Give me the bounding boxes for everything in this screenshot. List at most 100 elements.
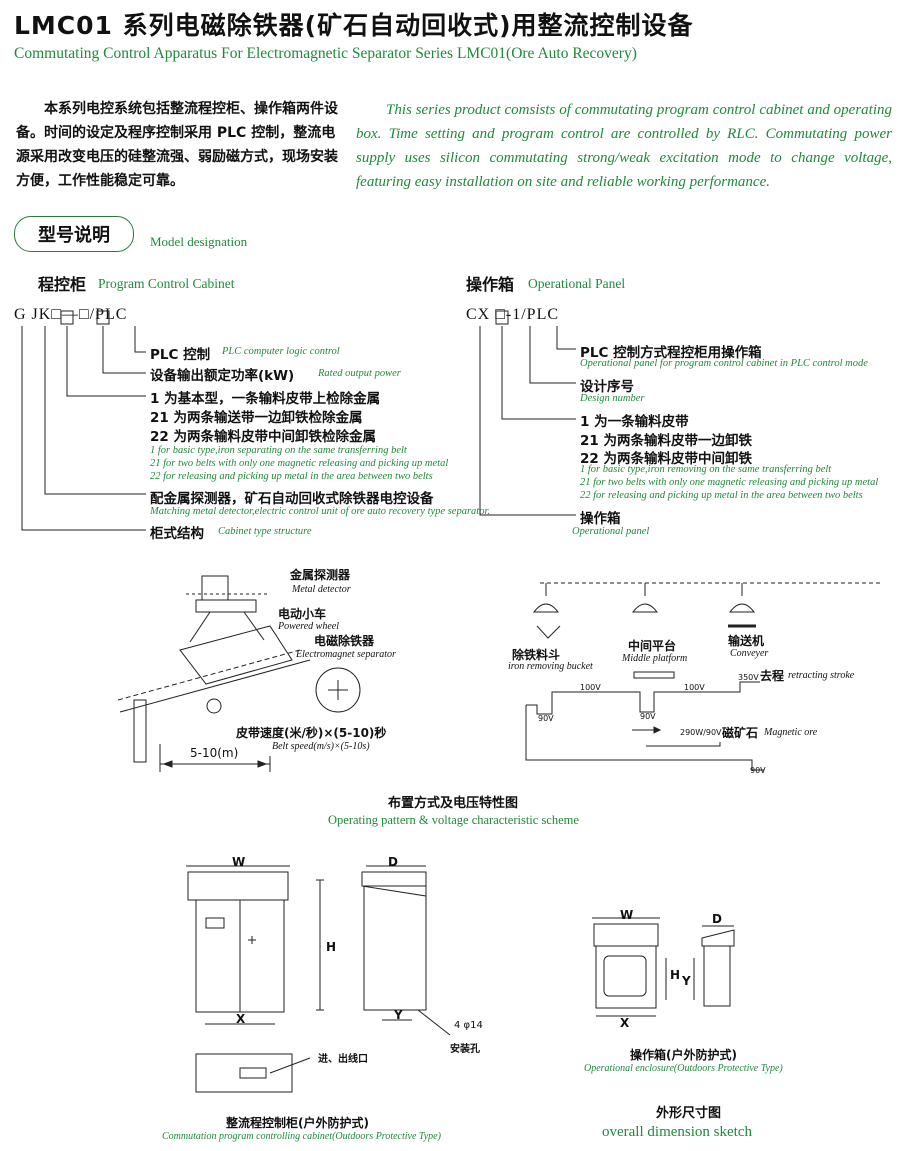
leader-detector (44, 326, 146, 495)
panel-item-plc: PLC 控制方式程控柜用操作箱 (580, 345, 762, 361)
voltage-90v-a: 90V (538, 714, 554, 723)
bucket-label: 除铁料斗 (512, 648, 561, 662)
electromagnet-separator-drawing (179, 625, 293, 685)
platform-label-en: Middle platform (622, 653, 688, 664)
cabinet-item-power-en: Rated output power (318, 368, 401, 379)
enclosure-dim-h: H (670, 968, 681, 982)
cabinet-item-plc-en: PLC computer logic control (222, 346, 340, 357)
cabinet-item-type-21-en: 21 for two belts with only one magnetic … (150, 458, 449, 469)
panel-model-code: CX □-1/PLC (466, 306, 560, 323)
cabinet-front-drawing (186, 865, 324, 1025)
conveyer-label: 输送机 (728, 634, 765, 648)
panel-item-type-21: 21 为两条输料皮带一边卸铁 (580, 433, 752, 449)
conveyer-label-en: Conveyer (730, 648, 769, 659)
cabinet-dim-d: D (388, 855, 398, 869)
panel-item-box: 操作箱 (580, 511, 621, 527)
cabinet-item-detector: 配金属探测器，矿石自动回收式除铁器电控设备 (150, 491, 434, 507)
cabinet-item-structure-en: Cabinet type structure (218, 526, 312, 537)
panel-item-type-1: 1 为一条输料皮带 (580, 414, 689, 430)
panel-item-type-22: 22 为两条输料皮带中间卸铁 (580, 451, 752, 467)
hole-spec-label: 4 φ14 (454, 1020, 483, 1031)
leader-type (66, 326, 146, 397)
cabinet-item-type-1: 1 为基本型，一条输料皮带上检除金属 (150, 391, 381, 407)
metal-detector-label-en: Metal detector (292, 584, 351, 595)
cabinet-item-type-21: 21 为两条输送带一边卸铁检除金属 (150, 410, 363, 426)
separator-label: 电磁除铁器 (314, 634, 375, 648)
belt-speed-label: 皮带速度(米/秒)×(5-10)秒 (236, 726, 387, 740)
port-label: 进、出线口 (318, 1054, 368, 1065)
cabinet-item-type-22-en: 22 for releasing and picking up metal in… (150, 471, 433, 482)
cabinet-item-power: 设备输出额定功率(kW) (150, 368, 295, 384)
leader-panel-plc (556, 326, 576, 350)
code-placeholder-box (60, 310, 74, 325)
leader-belt (501, 326, 576, 420)
sketch-title-en: overall dimension sketch (602, 1124, 752, 1140)
leader-plc (134, 326, 146, 353)
voltage-350v: 350V (738, 673, 759, 682)
powered-wheel-label: 电动小车 (278, 607, 327, 621)
sketch-title: 外形尺寸图 (656, 1106, 722, 1121)
stroke-label: 去程 (760, 669, 785, 683)
cabinet-dim-h: H (326, 940, 337, 954)
enclosure-caption-en: Operational enclosure(Outdoors Protectiv… (584, 1063, 783, 1074)
panel-item-design-en: Design number (580, 393, 645, 404)
voltage-scheme-drawing (525, 582, 880, 771)
model-designation-label-en: Model designation (150, 234, 248, 249)
code-placeholder-box (96, 310, 110, 325)
separator-label-en: Electromagnet separator (296, 649, 396, 660)
voltage-90v-b: 90V (640, 712, 656, 721)
page-title: LMC01 系列电磁除铁器(矿石自动回收式)用整流控制设备 (14, 11, 694, 40)
cabinet-side-drawing (361, 865, 451, 1036)
enclosure-dim-x: X (620, 1016, 630, 1030)
metal-detector-label: 金属探测器 (290, 568, 351, 582)
cabinet-heading: 程控柜 (38, 275, 87, 294)
stroke-label-en: retracting stroke (788, 670, 855, 681)
cabinet-dim-w: W (232, 855, 246, 869)
metal-detector-drawing (201, 575, 229, 601)
enclosure-front-drawing (592, 917, 667, 1017)
leader-structure (21, 326, 146, 531)
cabinet-item-detector-en: Matching metal detector,electric control… (150, 506, 490, 517)
platform-label: 中间平台 (628, 639, 677, 653)
leader-panel (479, 326, 576, 516)
intro-chinese: 本系列电控系统包括整流程控柜、操作箱两件设备。时间的设定及程序控制采用 PLC … (16, 101, 338, 189)
distance-label: 5-10(m) (190, 746, 239, 760)
enclosure-dim-w: W (620, 908, 634, 922)
belt-support-drawing (133, 699, 147, 763)
cabinet-item-plc: PLC 控制 (150, 347, 211, 363)
panel-item-design: 设计序号 (580, 379, 634, 395)
enclosure-dim-d: D (712, 912, 722, 926)
cabinet-item-type-22: 22 为两条输料皮带中间卸铁检除金属 (150, 429, 376, 445)
cabinet-model-code: G JK□—□/PLC (14, 306, 128, 323)
cabinet-top-drawing (195, 1053, 311, 1093)
belt-speed-label-en: Belt speed(m/s)×(5-10s) (272, 741, 370, 752)
voltage-100v-b: 100V (684, 683, 705, 692)
ore-label: 磁矿石 (722, 726, 759, 740)
ore-label-en: Magnetic ore (764, 727, 818, 738)
voltage-290w90v: 290W/90V (680, 728, 722, 737)
intro-english: This series product comsists of commutat… (356, 102, 892, 190)
leader-power (102, 326, 146, 374)
panel-item-box-en: Operational panel (572, 526, 650, 537)
enclosure-side-drawing (693, 925, 735, 1007)
code-placeholder-box (495, 310, 509, 325)
enclosure-caption: 操作箱(户外防护式) (630, 1048, 737, 1062)
panel-heading-en: Operational Panel (528, 276, 626, 291)
panel-item-plc-en: Operational panel for program control ca… (580, 358, 868, 369)
enclosure-dim-y: Y (682, 974, 691, 988)
voltage-100v-a: 100V (580, 683, 601, 692)
page-subtitle: Commutating Control Apparatus For Electr… (14, 45, 637, 62)
cabinet-dim-y: Y (394, 1008, 403, 1022)
scheme-caption: 布置方式及电压特性图 (388, 796, 519, 811)
cabinet-caption-en: Commutation program controlling cabinet(… (162, 1131, 441, 1142)
cabinet-caption: 整流程控制柜(户外防护式) (226, 1116, 369, 1130)
model-designation-badge (14, 216, 134, 252)
panel-item-type-21-en: 21 for two belts with only one magnetic … (580, 477, 879, 488)
cabinet-heading-en: Program Control Cabinet (98, 276, 235, 291)
leader-design (529, 326, 576, 384)
hole-label: 安装孔 (450, 1044, 480, 1055)
powered-wheel-label-en: Powered wheel (278, 621, 340, 632)
cabinet-dim-x: X (236, 1012, 246, 1026)
panel-item-type-1-en: 1 for basic type,iron removing on the sa… (580, 464, 832, 475)
